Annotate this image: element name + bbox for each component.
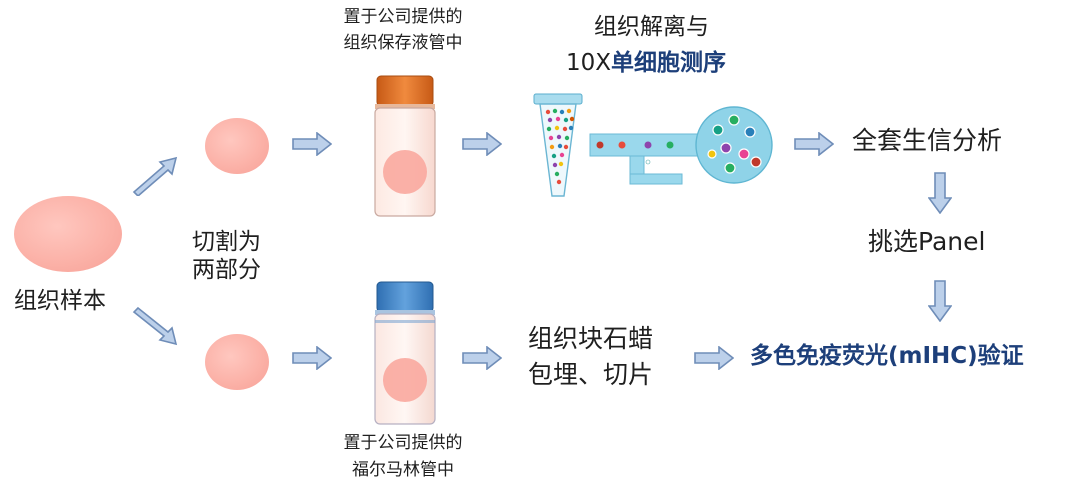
tissue-sample-label: 组织样本 bbox=[14, 288, 106, 314]
arrow-down-to-panel bbox=[928, 172, 952, 214]
top-tube-label-line2: 组织保存液管中 bbox=[343, 33, 463, 53]
bottom-tube-label-line1: 置于公司提供的 bbox=[343, 433, 463, 453]
mihc-label: 多色免疫荧光(mIHC)验证 bbox=[750, 343, 1024, 369]
cut-label-line1: 切割为 bbox=[192, 229, 261, 255]
panel-label: 挑选Panel bbox=[868, 227, 986, 256]
dissociation-label-line2: 10X单细胞测序 bbox=[566, 50, 726, 76]
arrow-to-bioinfo bbox=[794, 132, 834, 156]
arrow-diag-down bbox=[132, 306, 178, 346]
arrow-to-bottom-tube bbox=[292, 346, 332, 370]
arrow-to-top-tube bbox=[292, 132, 332, 156]
arrow-to-mihc bbox=[694, 346, 734, 370]
formalin-tube bbox=[374, 281, 436, 425]
single-cell-seq-text: 单细胞测序 bbox=[611, 50, 727, 76]
arrow-to-sequencing bbox=[462, 132, 502, 156]
top-tube-label-line1: 置于公司提供的 bbox=[343, 7, 463, 27]
single-cell-sequencing-illustration bbox=[533, 93, 773, 197]
cut-label-line2: 两部分 bbox=[192, 257, 261, 283]
paraffin-label-line1: 组织块石蜡 bbox=[528, 324, 654, 353]
arrow-diag-up bbox=[132, 156, 178, 196]
preservation-tube bbox=[374, 75, 436, 217]
tissue-sample-blob bbox=[14, 196, 122, 272]
cell-beads bbox=[545, 108, 575, 185]
dissociation-prefix: 10X bbox=[566, 50, 612, 76]
top-tissue-piece bbox=[205, 118, 269, 174]
arrow-down-to-mihc bbox=[928, 280, 952, 322]
arrow-to-paraffin bbox=[462, 346, 502, 370]
bottom-tube-label-line2: 福尔马林管中 bbox=[352, 460, 454, 480]
dissociation-label-line1: 组织解离与 bbox=[594, 14, 709, 40]
bioinfo-label: 全套生信分析 bbox=[852, 126, 1003, 155]
bottom-tissue-piece bbox=[205, 334, 269, 390]
paraffin-label-line2: 包埋、切片 bbox=[528, 360, 654, 389]
